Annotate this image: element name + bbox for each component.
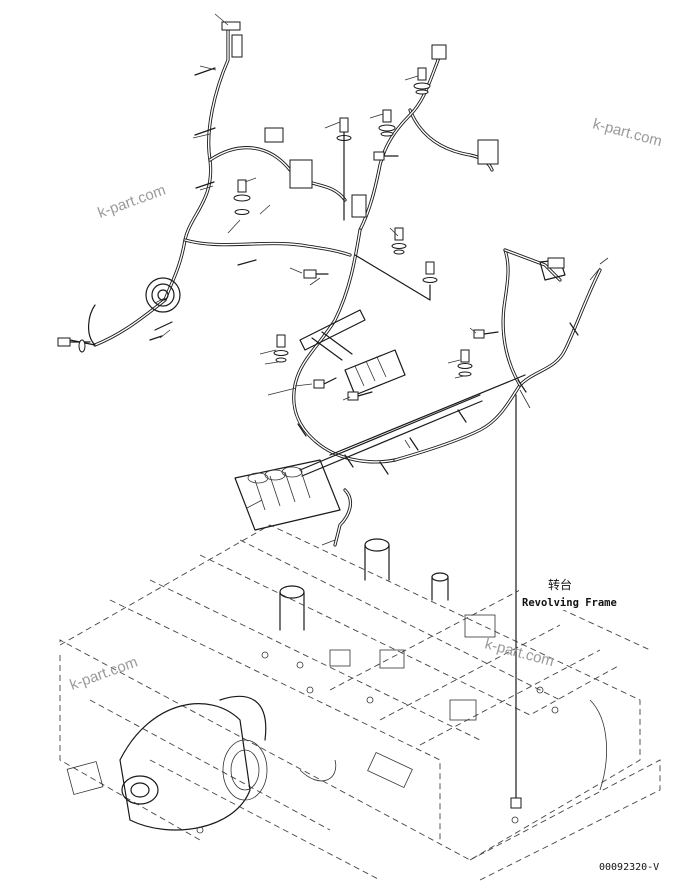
bolt-stack-4 [233, 179, 251, 215]
middle-wiring-harness [234, 248, 602, 547]
bolt-stack-5 [391, 227, 407, 255]
watermark-text: k-part.com [483, 635, 556, 670]
bolt-horizontal-6 [373, 151, 399, 161]
watermark-text: k-part.com [96, 182, 168, 222]
fasteners [57, 67, 499, 401]
bolt-stack-8 [457, 349, 473, 377]
bolt-horizontal-3 [347, 391, 373, 401]
bolt-horizontal-4 [313, 377, 337, 389]
bolt-stack-7 [273, 334, 289, 363]
bolt-horizontal-2 [303, 269, 329, 279]
callout-labels: 转台 Revolving Frame 00092320-V [519, 576, 659, 873]
revolving-frame-pointer [510, 394, 522, 809]
bolt-stack-6 [354, 254, 438, 301]
bolt-stack-3 [413, 67, 431, 95]
bolt-horizontal-1 [57, 337, 91, 353]
revolving-frame-label-cn: 转台 [548, 577, 572, 592]
bolt-stack-2 [378, 109, 396, 137]
watermark-text: k-part.com [68, 654, 140, 694]
leader-lines [154, 13, 609, 546]
upper-wiring-harness [69, 21, 499, 464]
watermark-text: k-part.com [591, 115, 664, 150]
revolving-frame-label-en: Revolving Frame [522, 597, 617, 609]
drawing-code: 00092320-V [599, 862, 659, 873]
bolt-horizontal-5 [473, 329, 499, 339]
bolt-stack-1 [336, 117, 352, 221]
